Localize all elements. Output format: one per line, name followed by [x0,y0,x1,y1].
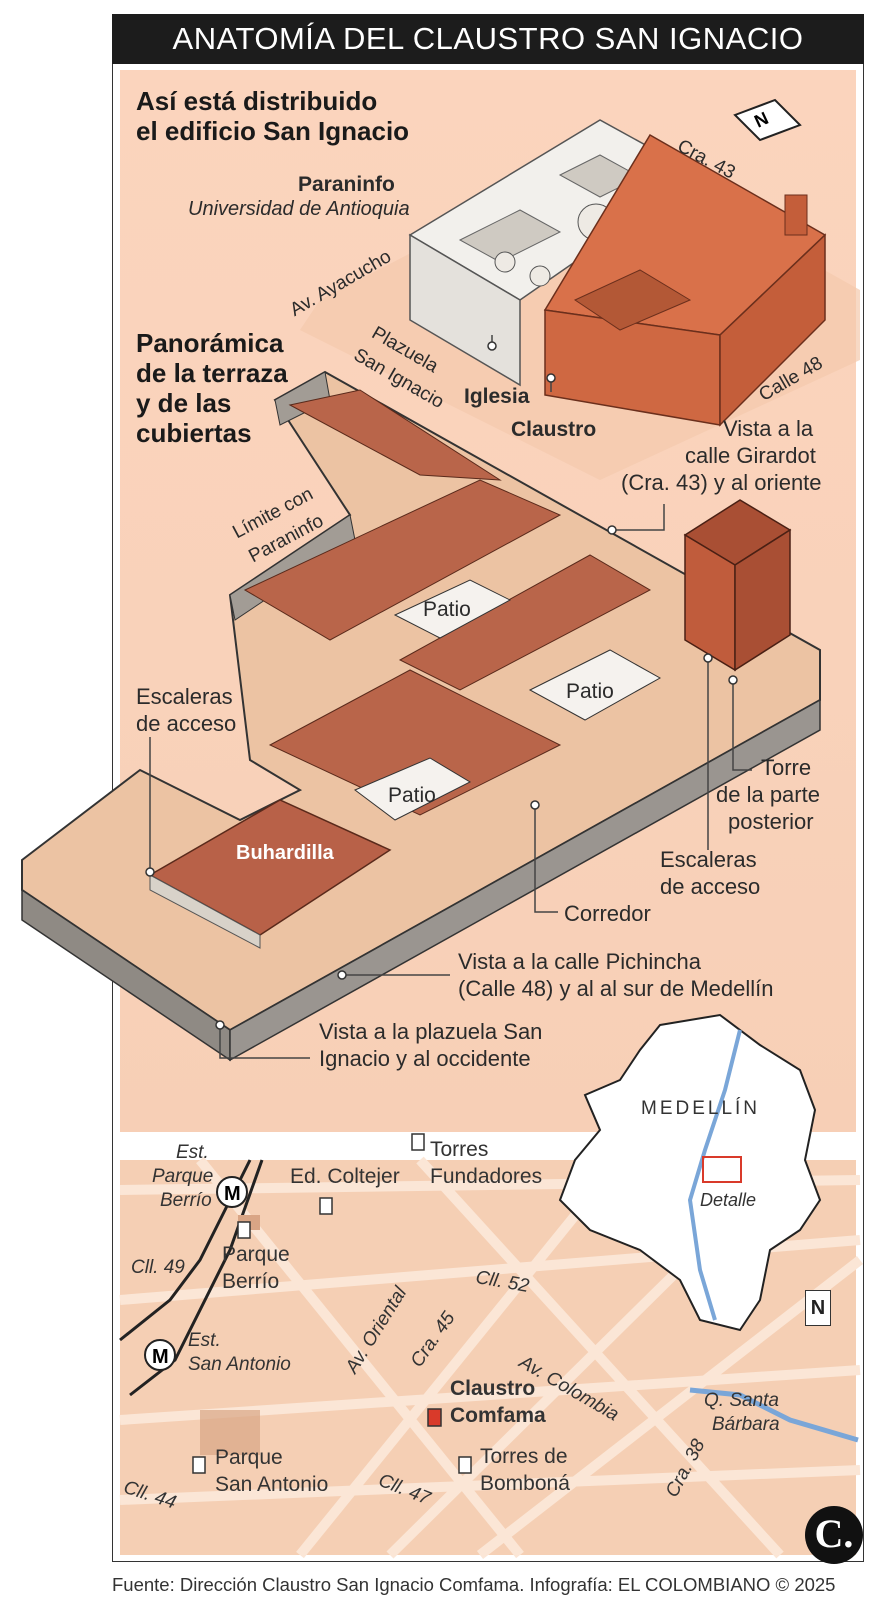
patio-label-2: Patio [566,680,614,703]
map-torres-fund-1: Torres [430,1138,489,1161]
parque-berrio-marker-icon [237,1221,251,1239]
page-title: ANATOMÍA DEL CLAUSTRO SAN IGNACIO [112,14,864,64]
map-parque-antonio-2: San Antonio [215,1473,329,1496]
claustro-label: Claustro [511,418,597,441]
map-claustro-2: Comfama [450,1404,546,1427]
map-torres-bom-2: Bomboná [480,1472,570,1495]
girardot-callout-1: Vista a la [723,416,814,441]
panorama-heading-2: de la terraza [136,358,288,388]
girardot-callout-2: calle Girardot [685,443,816,468]
callout-lines [149,335,752,1059]
escaleras-left-1: Escaleras [136,684,233,709]
map-parque-antonio-1: Parque [215,1446,283,1469]
paraninfo-label: Paraninfo [298,173,395,196]
buhardilla-label: Buhardilla [236,842,334,864]
torre-callout-1: Torre [761,755,812,780]
north-compass-icon: N [805,1290,831,1326]
detalle-box [702,1156,742,1183]
escaleras-right-2: de acceso [660,874,761,899]
claustro-comfama-marker-icon [427,1408,442,1427]
map-parque-berrio-1: Parque [222,1243,290,1266]
distribution-heading-2: el edificio San Ignacio [136,116,410,146]
map-est-antonio-2: San Antonio [188,1354,291,1375]
map-medellin: MEDELLÍN [641,1098,761,1119]
map-claustro-1: Claustro [450,1377,536,1400]
girardot-callout-3: (Cra. 43) y al oriente [621,470,822,495]
metro-station-berrio-icon: M [216,1176,248,1208]
escaleras-left-2: de acceso [136,711,237,736]
patio-label-3: Patio [388,784,436,807]
pichincha-callout-2: (Calle 48) y al al sur de Medellín [458,976,774,1001]
torre-callout-3: posterior [728,809,814,834]
map-coltejer: Ed. Coltejer [290,1165,400,1188]
map-torres-fund-2: Fundadores [430,1165,543,1188]
metro-line [119,1159,252,1342]
el-colombiano-logo: C. [805,1506,863,1564]
torres-fundadores-marker-icon [411,1133,425,1151]
map-est-berrio-3: Berrío [160,1190,212,1211]
medellin-inset-map [558,1013,822,1332]
river-santa-barbara [689,1387,859,1443]
svg-text:M: M [224,1183,241,1205]
map-parque-berrio-2: Berrío [222,1270,280,1293]
iglesia-label: Iglesia [464,385,530,408]
panorama-heading-1: Panorámica [136,328,284,358]
patio-label-1: Patio [423,598,471,621]
metro-station-antonio-icon: M [144,1339,176,1371]
map-est-berrio-1: Est. [176,1142,209,1163]
map-est-berrio-2: Parque [152,1166,214,1187]
parque-san-antonio-marker-icon [192,1456,206,1474]
corredor-callout: Corredor [564,901,651,926]
plazuela-callout-1: Vista a la plazuela San [319,1019,543,1044]
map-torres-bom-1: Torres de [480,1445,568,1468]
panorama-heading-3: y de las [136,388,232,418]
pichincha-callout-1: Vista a la calle Pichincha [458,949,701,974]
map-q-santa-2: Bárbara [712,1414,780,1435]
torre-callout-2: de la parte [716,782,820,807]
map-q-santa-1: Q. Santa [704,1390,779,1411]
svg-text:M: M [152,1346,169,1368]
map-est-antonio-1: Est. [188,1330,221,1351]
torres-bombona-marker-icon [458,1456,472,1474]
panorama-heading-4: cubiertas [136,418,252,448]
escaleras-right-1: Escaleras [660,847,757,872]
plazuela-callout-2: Ignacio y al occidente [319,1046,531,1071]
distribution-heading-1: Así está distribuido [136,86,378,116]
paraninfo-sub-label: Universidad de Antioquia [188,198,410,220]
source-footer: Fuente: Dirección Claustro San Ignacio C… [112,1574,836,1595]
coltejer-marker-icon [319,1197,333,1215]
terrace-building [21,370,821,1062]
map-cll49: Cll. 49 [131,1257,185,1278]
map-detalle: Detalle [700,1190,757,1210]
claustro-building [543,133,827,427]
north-arrow-top-icon: N [733,98,802,142]
